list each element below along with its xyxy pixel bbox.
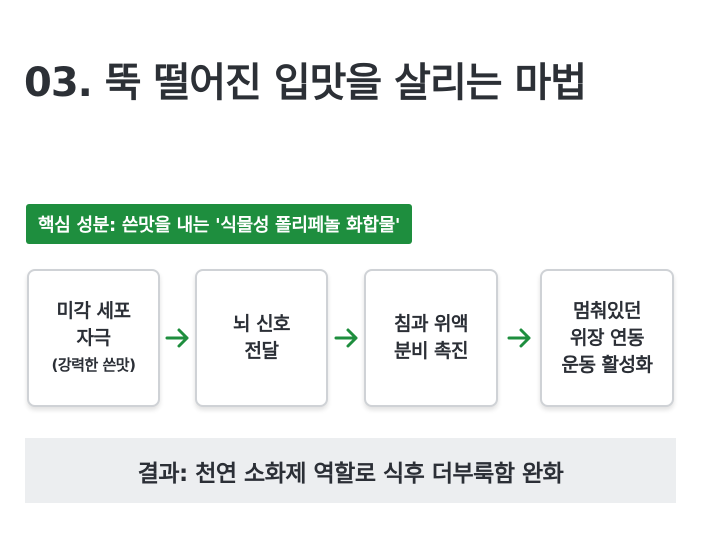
step-3-line-2: 분비 촉진 xyxy=(393,340,469,362)
step-1-line-1: 미각 세포 xyxy=(56,300,131,322)
step-4-line-2: 위장 연동 xyxy=(569,326,645,349)
arrow-right-icon xyxy=(334,328,358,348)
step-box-taste-cells: 미각 세포 자극 (강력한 쓴맛) xyxy=(27,269,160,407)
step-2-line-1: 뇌 신호 xyxy=(232,313,291,335)
step-1-line-2: 자극 xyxy=(76,327,111,349)
key-ingredient-badge: 핵심 성분: 쓴맛을 내는 '식물성 폴리페놀 화합물' xyxy=(26,204,413,244)
step-2-line-2: 전달 xyxy=(244,340,279,362)
page-title: 03. 뚝 떨어진 입맛을 살리는 마법 xyxy=(24,60,587,106)
step-1-line-3: (강력한 쓴맛) xyxy=(51,356,136,374)
step-box-peristalsis: 멈춰있던 위장 연동 운동 활성화 xyxy=(540,269,674,407)
step-box-saliva-gastric: 침과 위액 분비 촉진 xyxy=(364,269,498,407)
step-box-brain-signal: 뇌 신호 전달 xyxy=(195,269,328,407)
step-4-line-1: 멈춰있던 xyxy=(573,299,641,322)
step-3-line-1: 침과 위액 xyxy=(393,313,469,335)
result-banner: 결과: 천연 소화제 역할로 식후 더부룩함 완화 xyxy=(25,438,676,503)
arrow-right-icon xyxy=(507,328,531,348)
step-4-line-3: 운동 활성화 xyxy=(561,353,653,376)
arrow-right-icon xyxy=(165,328,189,348)
